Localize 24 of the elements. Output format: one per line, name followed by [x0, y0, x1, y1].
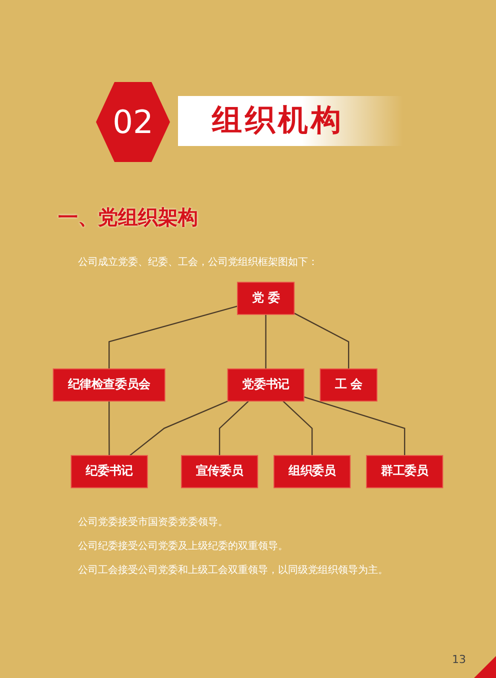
hexagon-badge: 02: [96, 82, 170, 162]
section-title: 一、党组织架构: [58, 204, 198, 231]
chapter-heading: 组织机构: [178, 96, 403, 146]
node-box: 群工委员: [366, 455, 444, 488]
node-box: 党委书记: [227, 368, 304, 402]
node-box: 宣传委员: [180, 455, 258, 488]
connector: [129, 400, 228, 456]
connector: [108, 306, 238, 369]
note-text: 公司工会接受公司党委和上级工会双重领导，以同级党组织领导为主。: [78, 564, 388, 577]
connector: [282, 400, 313, 456]
node-box: 组织委员: [274, 455, 351, 488]
node-box: 党 委: [236, 282, 295, 315]
connector: [265, 314, 266, 369]
connector: [294, 312, 350, 369]
node-box: 纪律检查委员会: [52, 368, 166, 402]
connector: [304, 396, 406, 456]
node-box: 纪委书记: [70, 455, 148, 488]
note-text: 公司纪委接受公司党委及上级纪委的双重领导。: [78, 540, 288, 553]
intro-text: 公司成立党委、纪委、工会，公司党组织框架图如下：: [78, 256, 318, 269]
note-text: 公司党委接受市国资委党委领导。: [78, 516, 228, 529]
node-box: 工 会: [320, 368, 378, 402]
page-number: 13: [452, 653, 466, 666]
connector: [218, 400, 249, 456]
connector: [108, 401, 110, 456]
